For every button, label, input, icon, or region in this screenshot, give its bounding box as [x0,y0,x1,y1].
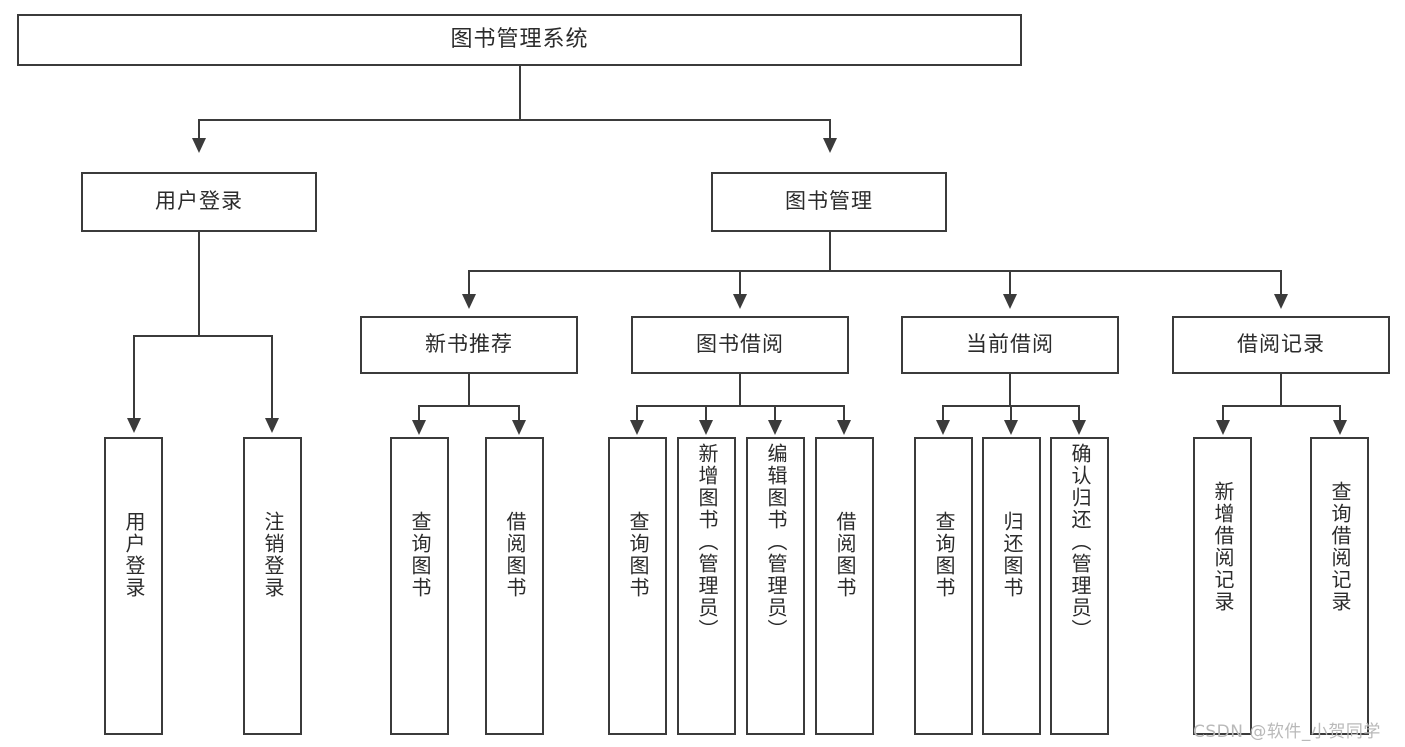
connector-record-bus [1222,405,1340,407]
leaf-borrow-add-book[interactable]: 新增图书（管理员） [677,437,736,735]
leaf-borrow-query-book[interactable]: 查询图书 [608,437,667,735]
connector-level3-drop-2 [739,270,741,297]
arrowhead-borrow-4 [837,420,851,435]
arrowhead-current-2 [1004,420,1018,435]
connector-recommend-bus [418,405,519,407]
connector-record-stem [1280,374,1282,406]
leaf-label: 归还图书 [1000,511,1024,599]
connector-userlogin-stem [198,232,200,336]
node-label: 新书推荐 [425,332,513,357]
arrowhead-current-3 [1072,420,1086,435]
arrowhead-recommend-1 [412,420,426,435]
arrowhead-level3-1 [462,294,476,309]
arrowhead-record-1 [1216,420,1230,435]
connector-borrow-drop-4 [843,405,845,423]
connector-userlogin-bus [133,335,272,337]
leaf-recommend-query-book[interactable]: 查询图书 [390,437,449,735]
node-label: 当前借阅 [966,332,1054,357]
connector-recommend-stem [468,374,470,406]
connector-level3-drop-3 [1009,270,1011,297]
leaf-current-query-book[interactable]: 查询图书 [914,437,973,735]
connector-borrow-drop-2 [705,405,707,423]
node-label: 用户登录 [155,189,243,214]
connector-level2-drop-1 [198,119,200,141]
leaf-label: 确认归还（管理员） [1068,443,1092,641]
node-label: 图书管理系统 [450,26,589,52]
connector-borrow-stem [739,374,741,406]
leaf-record-add[interactable]: 新增借阅记录 [1193,437,1252,735]
leaf-label: 查询图书 [932,511,956,599]
connector-current-drop-1 [942,405,944,423]
node-current-borrow[interactable]: 当前借阅 [901,316,1119,374]
arrowhead-userlogin-2 [265,418,279,433]
arrowhead-level2-1 [192,138,206,153]
connector-level3-drop-1 [468,270,470,297]
connector-borrow-bus [636,405,844,407]
leaf-logout[interactable]: 注销登录 [243,437,302,735]
node-user-login[interactable]: 用户登录 [81,172,317,232]
arrowhead-borrow-2 [699,420,713,435]
node-borrow-record[interactable]: 借阅记录 [1172,316,1390,374]
leaf-recommend-borrow-book[interactable]: 借阅图书 [485,437,544,735]
connector-root-stem [519,66,521,120]
leaf-label: 注销登录 [261,511,285,599]
connector-level2-bus [198,119,830,121]
connector-recommend-drop-2 [518,405,520,423]
arrowhead-current-1 [936,420,950,435]
arrowhead-record-2 [1333,420,1347,435]
arrowhead-borrow-3 [768,420,782,435]
leaf-current-confirm-return[interactable]: 确认归还（管理员） [1050,437,1109,735]
connector-recommend-drop-1 [418,405,420,423]
node-label: 图书借阅 [696,332,784,357]
arrowhead-level3-4 [1274,294,1288,309]
leaf-label: 借阅图书 [833,511,857,599]
connector-userlogin-drop-1 [133,335,135,420]
node-label: 图书管理 [785,189,873,214]
arrowhead-level2-2 [823,138,837,153]
connector-level2-drop-2 [829,119,831,141]
leaf-current-return-book[interactable]: 归还图书 [982,437,1041,735]
connector-current-drop-2 [1010,405,1012,423]
watermark-text: CSDN @软件_小贺同学 [1193,722,1381,742]
connector-userlogin-drop-2 [271,335,273,420]
arrowhead-recommend-2 [512,420,526,435]
leaf-label: 新增图书（管理员） [695,443,719,641]
leaf-label: 编辑图书（管理员） [764,443,788,641]
connector-level3-drop-4 [1280,270,1282,297]
leaf-label: 查询图书 [626,511,650,599]
node-label: 借阅记录 [1237,332,1325,357]
connector-record-drop-1 [1222,405,1224,423]
arrowhead-level3-2 [733,294,747,309]
leaf-borrow-borrow-book[interactable]: 借阅图书 [815,437,874,735]
arrowhead-userlogin-1 [127,418,141,433]
arrowhead-borrow-1 [630,420,644,435]
connector-bookmgmt-stem [829,232,831,271]
leaf-borrow-edit-book[interactable]: 编辑图书（管理员） [746,437,805,735]
connector-current-drop-3 [1078,405,1080,423]
connector-borrow-drop-1 [636,405,638,423]
connector-level3-bus [468,270,1280,272]
leaf-label: 新增借阅记录 [1211,481,1235,613]
leaf-label: 查询图书 [408,511,432,599]
connector-borrow-drop-3 [774,405,776,423]
node-root-system[interactable]: 图书管理系统 [17,14,1022,66]
leaf-label: 用户登录 [122,511,146,599]
node-book-management[interactable]: 图书管理 [711,172,947,232]
connector-current-stem [1009,374,1011,406]
node-new-book-recommend[interactable]: 新书推荐 [360,316,578,374]
leaf-user-login[interactable]: 用户登录 [104,437,163,735]
connector-record-drop-2 [1339,405,1341,423]
arrowhead-level3-3 [1003,294,1017,309]
leaf-record-query[interactable]: 查询借阅记录 [1310,437,1369,735]
leaf-label: 借阅图书 [503,511,527,599]
leaf-label: 查询借阅记录 [1328,481,1352,613]
node-book-borrow[interactable]: 图书借阅 [631,316,849,374]
